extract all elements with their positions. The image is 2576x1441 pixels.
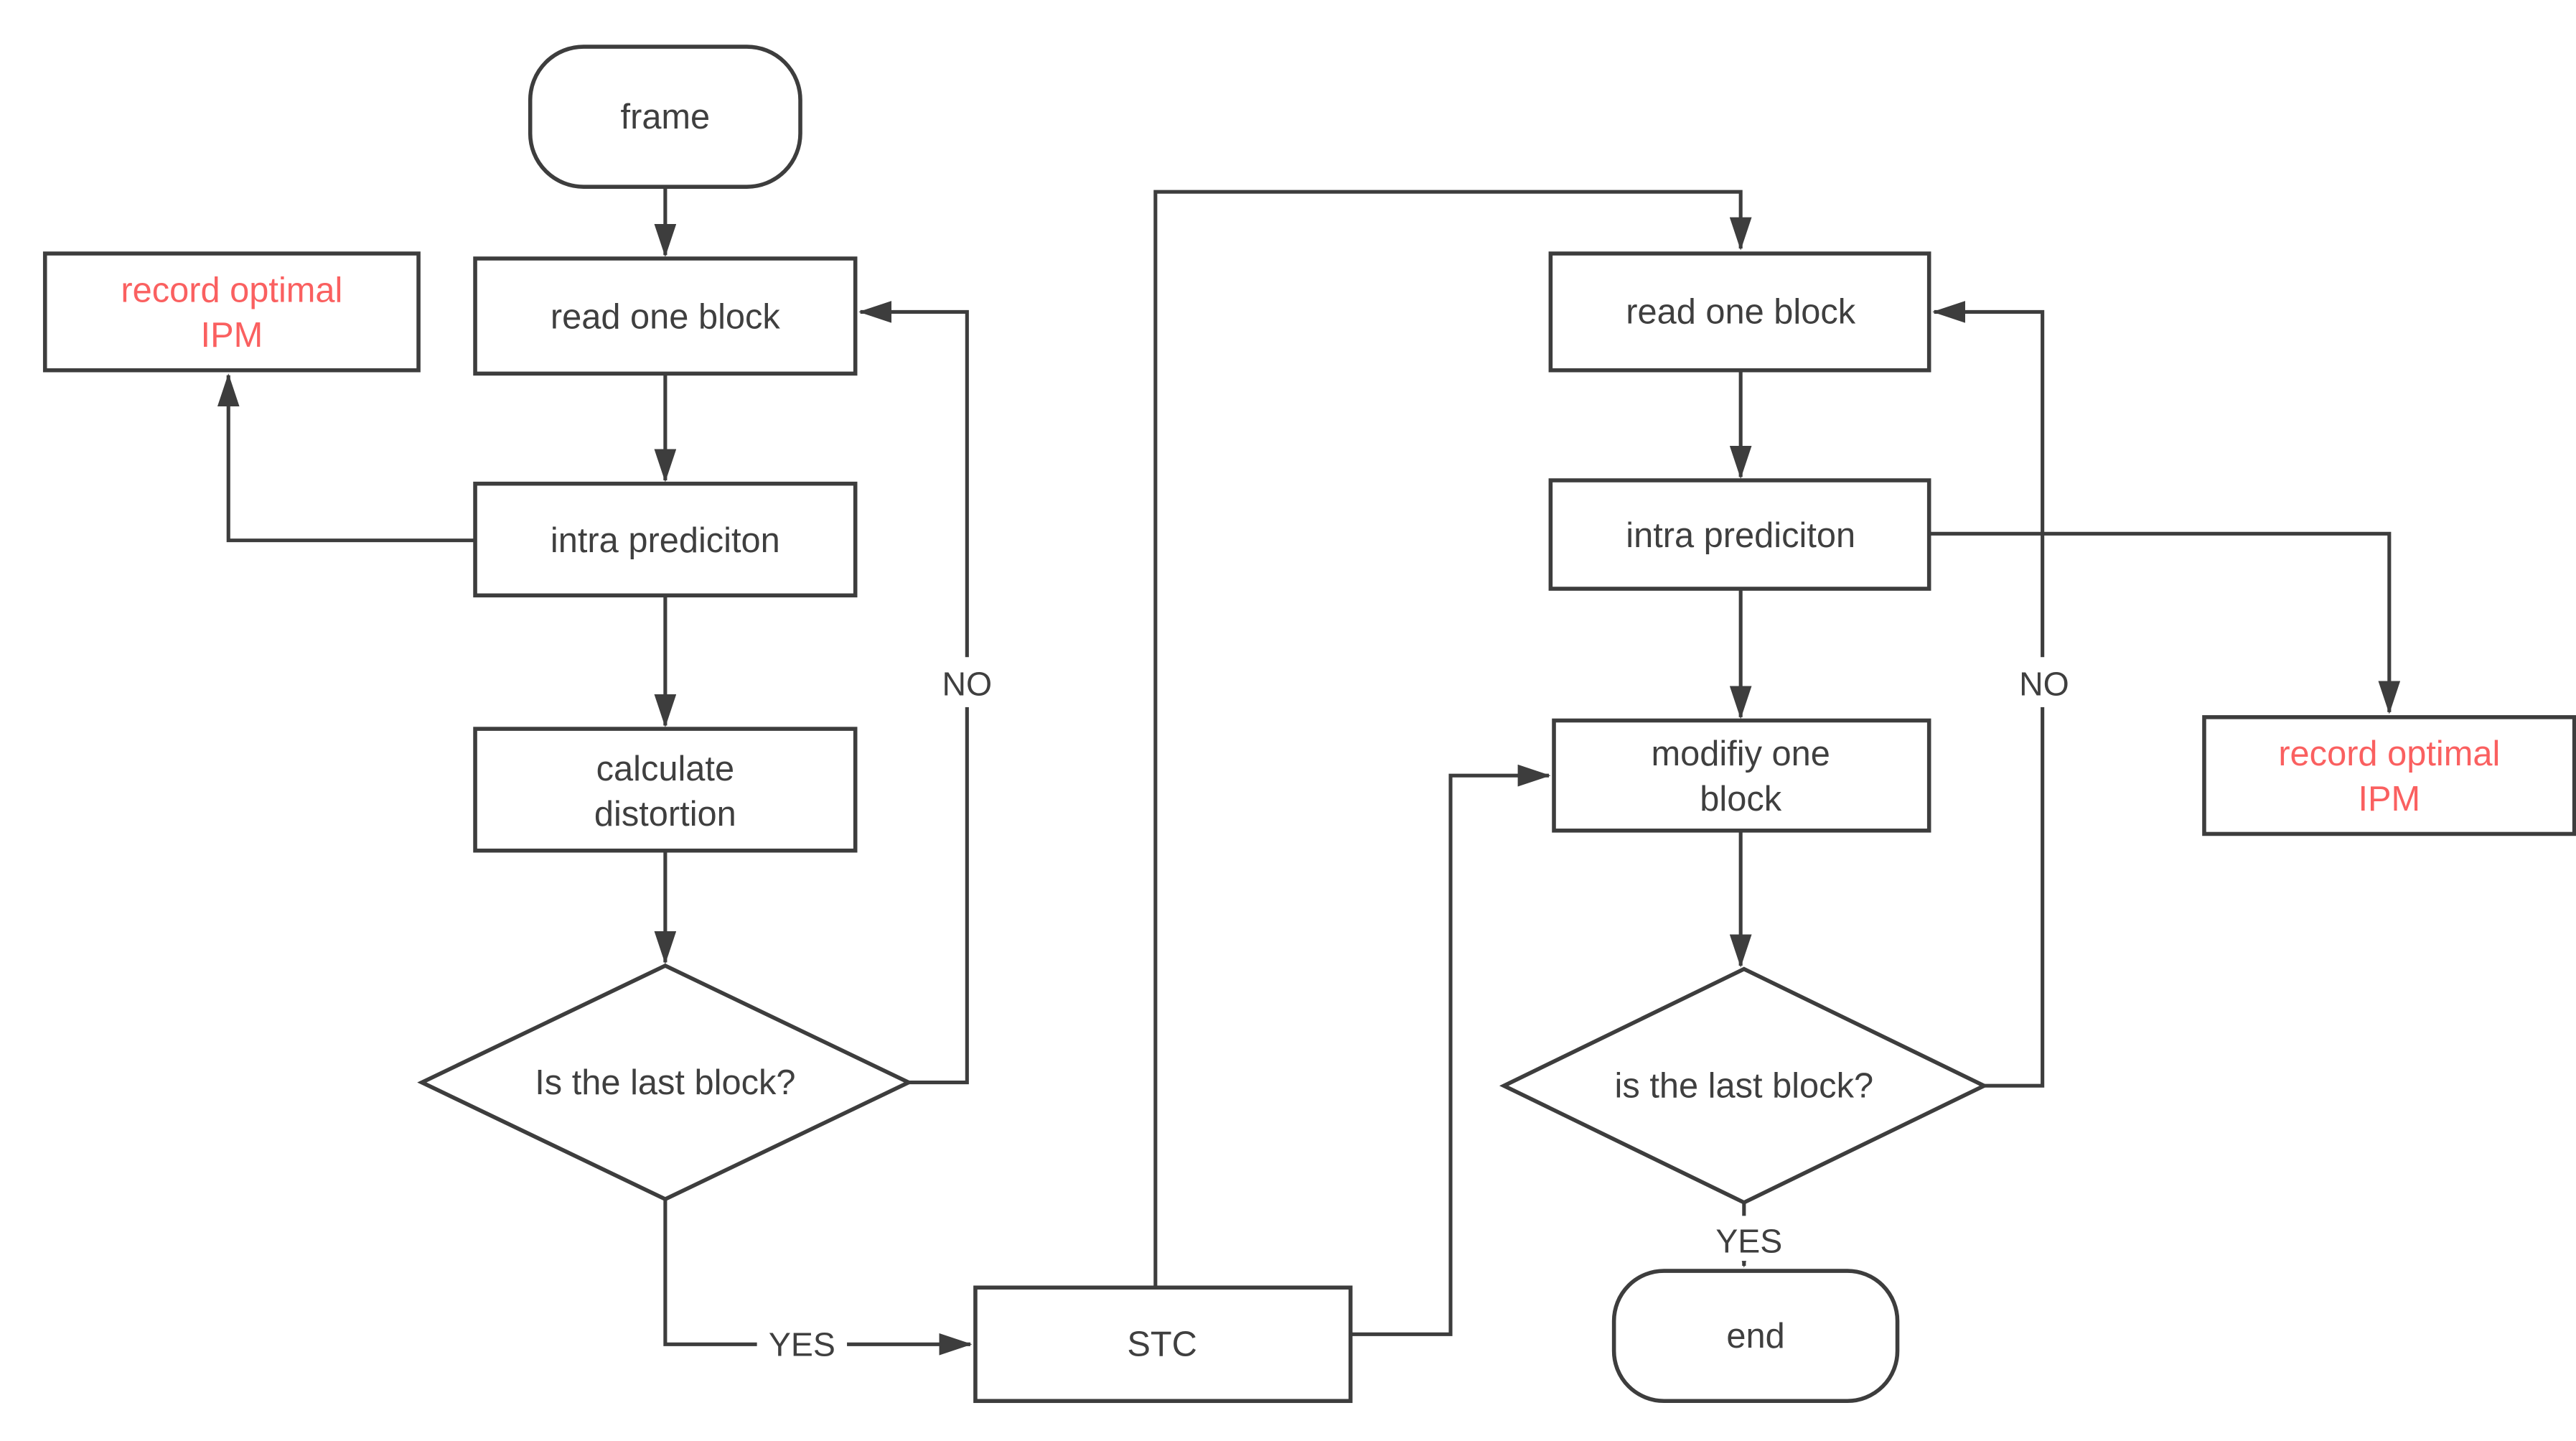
read-one-block-left-shape xyxy=(473,256,858,376)
record-optimal-ipm-left-line1: record optimal xyxy=(121,271,342,309)
record-optimal-ipm-left-line2: IPM xyxy=(201,316,263,355)
calculate-distortion-line2: distortion xyxy=(594,795,736,834)
edge-label-no-left: NO xyxy=(932,657,1003,707)
node-modify-one-block: modifiy one block xyxy=(1552,718,1931,833)
is-last-block-right-diamond xyxy=(1499,966,1989,1205)
edge-stc-to-read-one-block-right xyxy=(1153,190,1752,1288)
intra-prediction-right-shape xyxy=(1548,478,1931,591)
no-left-label: NO xyxy=(942,666,992,703)
edge-label-yes-left: YES xyxy=(757,1319,848,1366)
edge-label-no-right: NO xyxy=(2007,657,2081,707)
frame-terminal-shape xyxy=(528,45,802,189)
node-read-one-block-right: read one block xyxy=(1548,251,1931,373)
node-end: end xyxy=(1611,1269,1900,1404)
record-optimal-ipm-right-shape xyxy=(2202,715,2576,836)
node-is-last-block-right: is the last block? xyxy=(1499,966,1989,1205)
node-is-last-block-left: Is the last block? xyxy=(417,963,914,1202)
read-one-block-right-shape xyxy=(1548,251,1931,373)
node-record-optimal-ipm-right: record optimal IPM xyxy=(2202,715,2576,836)
node-calculate-distortion: calculate distortion xyxy=(473,727,858,853)
no-right-label-bg xyxy=(2007,657,2081,707)
intra-prediction-right-label: intra prediciton xyxy=(1626,516,1855,555)
yes-right-label: YES xyxy=(1715,1223,1782,1260)
intra-prediction-left-label: intra prediciton xyxy=(551,521,780,560)
node-stc: STC xyxy=(973,1285,1353,1404)
edge-stc-to-modify-one-block xyxy=(1350,764,1551,1336)
read-one-block-left-label: read one block xyxy=(551,298,781,337)
yes-right-label-bg xyxy=(1704,1216,1794,1262)
record-optimal-ipm-right-line1: record optimal xyxy=(2278,735,2500,773)
is-last-block-right-label: is the last block? xyxy=(1615,1066,1874,1105)
calculate-distortion-shape xyxy=(473,727,858,853)
read-one-block-right-label: read one block xyxy=(1626,293,1856,332)
no-right-label: NO xyxy=(2019,666,2069,703)
modify-one-block-shape xyxy=(1552,718,1931,833)
edge-diamond-left-yes-to-stc xyxy=(663,1199,973,1356)
node-read-one-block-left: read one block xyxy=(473,256,858,376)
intra-prediction-left-shape xyxy=(473,481,858,598)
node-intra-prediction-right: intra prediciton xyxy=(1548,478,1931,591)
no-left-label-bg xyxy=(932,657,1003,707)
record-optimal-ipm-right-line2: IPM xyxy=(2358,780,2420,819)
edge-intra-left-to-record-optimal-left xyxy=(217,373,476,543)
edge-label-yes-right: YES xyxy=(1704,1216,1794,1262)
record-optimal-ipm-left-shape xyxy=(42,251,421,373)
frame-label: frame xyxy=(621,98,711,136)
is-last-block-left-label: Is the last block? xyxy=(535,1063,795,1102)
yes-left-label: YES xyxy=(769,1326,835,1363)
node-intra-prediction-left: intra prediciton xyxy=(473,481,858,598)
is-last-block-left-diamond xyxy=(417,963,914,1202)
stc-shape xyxy=(973,1285,1353,1404)
edge-intra-right-to-record-optimal-right xyxy=(1929,531,2401,714)
node-record-optimal-ipm-left: record optimal IPM xyxy=(42,251,421,373)
modify-one-block-line2: block xyxy=(1700,780,1781,819)
end-label: end xyxy=(1726,1317,1784,1356)
node-frame: frame xyxy=(528,45,802,189)
yes-left-label-bg xyxy=(757,1319,848,1366)
stc-label: STC xyxy=(1127,1325,1197,1364)
end-terminal-shape xyxy=(1611,1269,1900,1404)
calculate-distortion-line1: calculate xyxy=(596,750,734,788)
modify-one-block-line1: modifiy one xyxy=(1651,735,1830,773)
